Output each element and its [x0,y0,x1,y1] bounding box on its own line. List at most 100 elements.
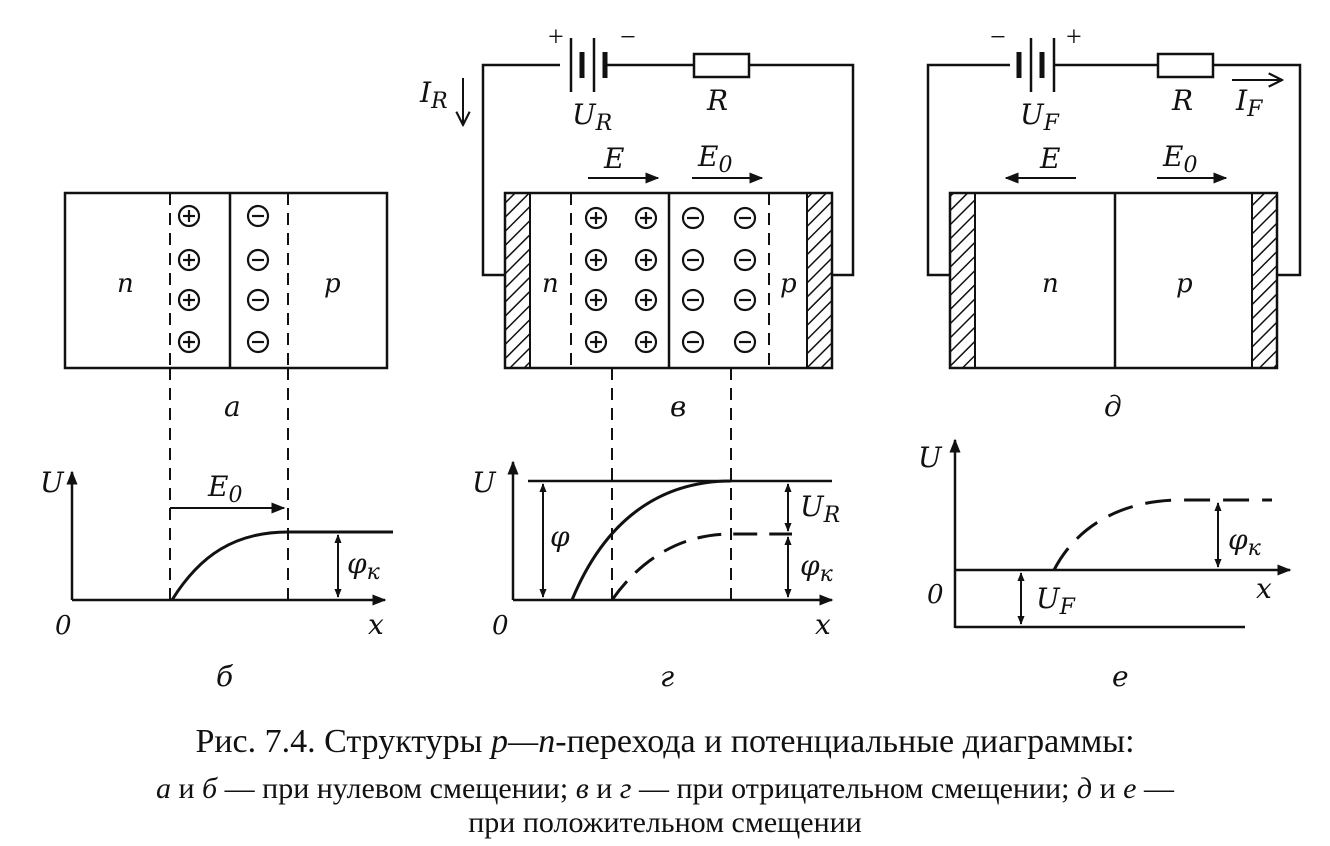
caption-text: и [1092,772,1124,805]
contact-right [1251,192,1278,369]
panel-a-structure: n p а [63,191,389,600]
field-label-e: E [603,142,624,175]
p-region-label: p [780,269,797,299]
y-axis-label: U [918,441,943,474]
field-label-e0: E0 [697,140,732,178]
caption-text: — [1136,772,1174,805]
donor-ion [634,206,658,230]
current-label: IF [1235,84,1263,122]
acceptor-ion [733,248,757,272]
phi-label: φ [550,520,570,553]
caption-text: — при отрицательном смещении; [631,772,1077,805]
pn-junction-figure: n p а U x 0 E0 φк б [40,22,1302,693]
potential-curve-forward [1052,498,1272,571]
panel-tag-b: б [216,660,234,693]
donor-ion [634,248,658,272]
field-label-e: E [1039,142,1060,175]
donor-ion [177,204,201,228]
current-label: IR [419,76,448,114]
origin-label: 0 [927,580,944,610]
panel-d-structure: n p − + UF R IF E E0 д [926,22,1302,423]
battery-minus: − [990,22,1006,53]
donor-ion [634,288,658,312]
donor-ion [584,288,608,312]
wire-right [1213,63,1302,277]
origin-label: 0 [55,611,72,641]
resistor-label: R [706,84,728,117]
wire-left [926,63,1010,277]
caption-italic: p—n [491,723,556,760]
contact-left [504,192,531,369]
battery-icon [1016,38,1056,92]
caption-text: — при нулевом смещении; [217,772,576,805]
ur-label: UR [800,490,840,528]
acceptor-ion [681,288,705,312]
acceptor-ion [246,288,270,312]
caption-text: и [170,772,203,805]
resistor-icon [692,52,751,79]
battery-plus: + [548,22,564,53]
caption-italic: е [1123,772,1137,805]
uf-label: UF [1036,582,1076,620]
caption-text: при положительном смещении [468,806,862,839]
panel-v-structure: n p + − UR R IR E E0 в [419,22,855,600]
n-region-label: n [542,269,559,299]
donor-ion [634,330,658,354]
n-region-label: n [117,269,134,299]
acceptor-ion [246,330,270,354]
donor-ion [584,206,608,230]
potential-curve-reverse [570,479,732,601]
phi-k-label: φк [347,547,381,585]
potential-curve [170,530,393,601]
field-label-e0: E0 [207,470,242,508]
caption-text: и [588,772,620,805]
donor-ion [177,288,201,312]
contact-right [806,192,833,369]
panel-g-diagram: U x 0 φ UR φк г [472,460,840,693]
crystal-box [63,191,389,370]
donor-ion [584,248,608,272]
panel-tag-v: в [670,390,686,423]
battery-plus: + [1066,22,1082,53]
caption-text: Рис. 7.4. Структуры [195,723,492,760]
panel-tag-e: е [1112,660,1129,693]
caption-italic: г [619,772,632,805]
donor-ion [584,330,608,354]
origin-label: 0 [492,611,509,641]
phi-k-label: φк [800,549,834,587]
potential-curve-equilibrium [610,532,792,601]
p-region-label: p [324,269,341,299]
acceptor-ion [246,248,270,272]
caption-italic: а [155,772,171,805]
figure-caption-description: а и б — при нулевом смещении; в и г — пр… [0,772,1330,840]
panel-tag-g: г [660,660,674,693]
field-label-e0: E0 [1162,140,1197,178]
y-axis-label: U [40,466,65,499]
panel-e-diagram: U x 0 φк UF е [918,438,1292,693]
resistor-label: R [1171,84,1193,117]
acceptor-ion [681,206,705,230]
acceptor-ion [681,248,705,272]
battery-icon [569,38,608,92]
acceptor-ion [733,330,757,354]
p-region-label: p [1176,269,1193,299]
y-axis-label: U [472,466,497,499]
panel-tag-a: а [224,390,241,423]
caption-italic: д [1076,772,1093,805]
caption-text: -перехода и потенциальные диаграммы: [555,723,1135,760]
caption-italic: в [575,772,589,805]
wire-left [481,63,560,277]
resistor-icon [1156,52,1215,79]
caption-italic: б [202,772,218,805]
phi-k-label: φк [1228,523,1262,561]
x-axis-label: x [368,608,384,641]
x-axis-label: x [1256,572,1272,605]
figure-caption-title: Рис. 7.4. Структуры p—n-перехода и потен… [0,722,1330,762]
acceptor-ion [733,206,757,230]
acceptor-ion [246,204,270,228]
n-region-label: n [1042,269,1059,299]
panel-tag-d: д [1104,390,1122,423]
battery-label: UF [1020,98,1060,136]
donor-ion [177,248,201,272]
crystal-box [948,191,1279,370]
